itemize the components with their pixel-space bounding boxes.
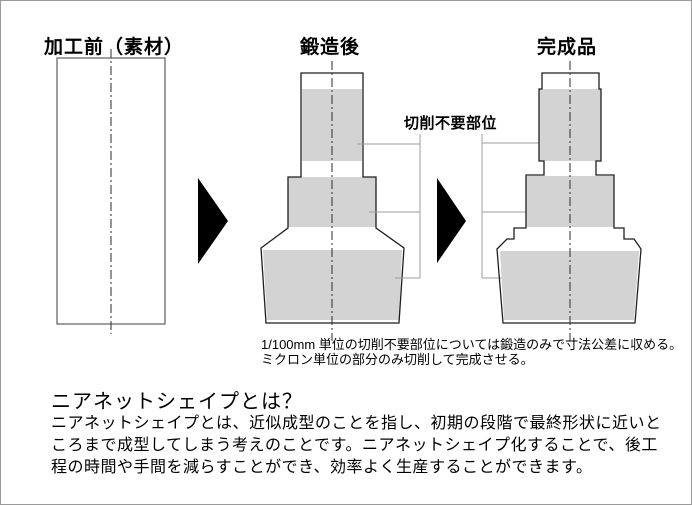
tolerance-note-line: 1/100mm 単位の切削不要部位については鍛造のみで寸法公差に収める。 xyxy=(261,337,683,352)
callout-leader-lines xyxy=(357,134,548,279)
tolerance-note: 1/100mm 単位の切削不要部位については鍛造のみで寸法公差に収める。 ミクロ… xyxy=(261,337,682,367)
description-body: ニアネットシェイプとは、近似成型のことを指し、初期の段階で最終形状に近いと ころ… xyxy=(51,413,662,479)
forged-part-outline xyxy=(260,72,405,324)
stage-label-after-forging: 鍛造後 xyxy=(300,37,361,58)
description-line: ころまで成型してしまう考えのことです。ニアネットシェイプ化することで、後工 xyxy=(51,437,658,454)
tolerance-note-line: ミクロン単位の部分のみ切削して完成させる。 xyxy=(261,352,534,367)
arrow-right-icon xyxy=(198,178,228,264)
description-heading: ニアネットシェイプとは？ xyxy=(51,391,303,413)
description-line: 程の時間や手間を減らすことができ、効率よく生産することができます。 xyxy=(51,459,593,476)
description-line: ニアネットシェイプとは、近似成型のことを指し、初期の段階で最終形状に近いと xyxy=(51,415,662,432)
stage-label-finished-product: 完成品 xyxy=(537,37,598,58)
arrow-right-icon xyxy=(437,178,466,263)
finished-part-outline xyxy=(496,72,642,324)
stage-label-before-processing: 加工前（素材） xyxy=(44,37,185,58)
no-cutting-zone-label: 切削不要部位 xyxy=(404,115,498,132)
